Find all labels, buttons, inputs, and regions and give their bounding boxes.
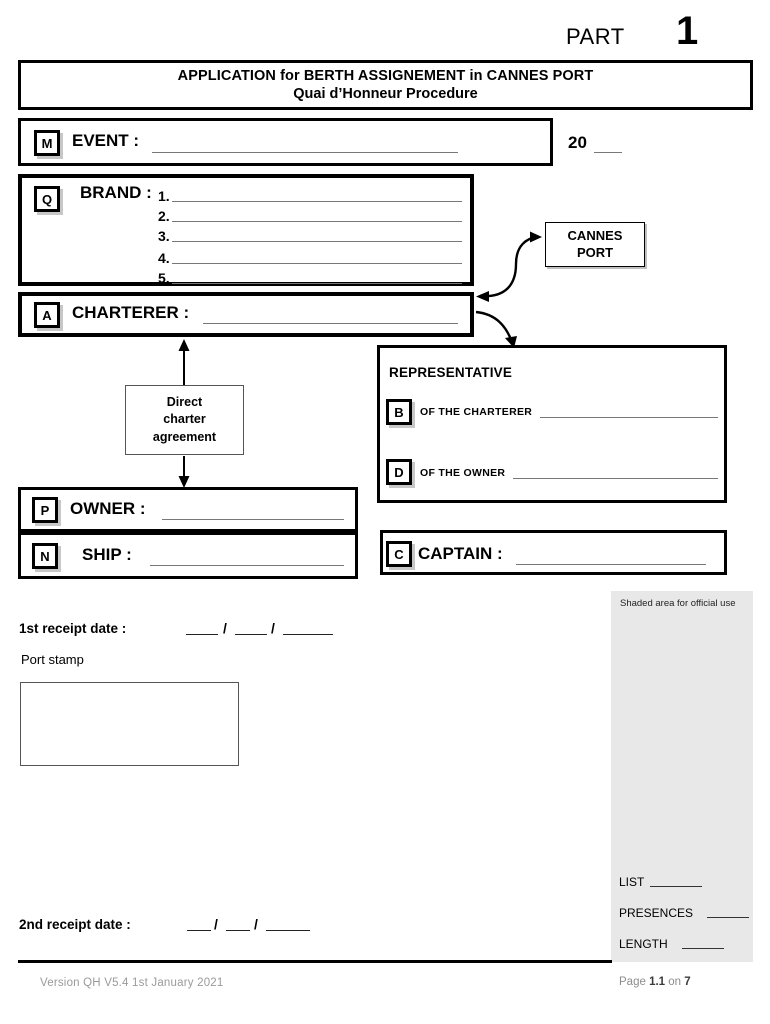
badge-m: M bbox=[34, 130, 60, 156]
owner-input[interactable] bbox=[162, 519, 344, 520]
second-receipt-date-label: 2nd receipt date : bbox=[19, 917, 131, 932]
brand-row-num-4: 4. bbox=[158, 250, 170, 266]
second-receipt-month-input[interactable] bbox=[226, 930, 250, 931]
official-use-title: Shaded area for official use bbox=[620, 598, 736, 609]
brand-box bbox=[18, 174, 474, 286]
badge-n: N bbox=[32, 543, 58, 569]
second-receipt-separator-2: / bbox=[254, 916, 258, 932]
brand-input-2[interactable] bbox=[172, 221, 462, 222]
brand-input-4[interactable] bbox=[172, 263, 462, 264]
title-line-1: APPLICATION for BERTH ASSIGNEMENT in CAN… bbox=[177, 68, 594, 84]
ship-label: SHIP : bbox=[82, 545, 132, 564]
footer-page-number: 1.1 bbox=[649, 976, 666, 988]
dca-line-1: Direct bbox=[166, 395, 203, 410]
badge-a: A bbox=[34, 302, 60, 328]
official-list-label: LIST bbox=[619, 875, 645, 889]
badge-b: B bbox=[386, 399, 412, 425]
first-receipt-separator-2: / bbox=[271, 620, 275, 636]
year-prefix: 20 bbox=[568, 133, 587, 152]
owner-box bbox=[18, 487, 358, 532]
first-receipt-month-input[interactable] bbox=[235, 634, 267, 635]
charterer-input[interactable] bbox=[203, 323, 458, 324]
charter-up-arrow bbox=[178, 339, 190, 388]
year-input[interactable] bbox=[594, 152, 622, 153]
part-word: PART bbox=[566, 24, 625, 49]
representative-box bbox=[377, 345, 727, 503]
brand-row-num-2: 2. bbox=[158, 208, 170, 224]
footer-page-text: Page 1.1 on 7 bbox=[619, 976, 691, 988]
representative-title: REPRESENTATIVE bbox=[389, 365, 513, 380]
direct-charter-agreement-box: Direct charter agreement bbox=[125, 385, 244, 455]
official-presences-input[interactable] bbox=[707, 917, 749, 918]
representative-owner-input[interactable] bbox=[513, 478, 718, 479]
charter-down-arrow bbox=[178, 456, 190, 488]
badge-p: P bbox=[32, 497, 58, 523]
captain-input[interactable] bbox=[516, 564, 706, 565]
representative-charterer-input[interactable] bbox=[540, 417, 718, 418]
brand-input-1[interactable] bbox=[172, 201, 462, 202]
event-box bbox=[18, 118, 553, 166]
representative-charterer-label: OF THE CHARTERER bbox=[420, 406, 533, 418]
captain-label: CAPTAIN : bbox=[418, 544, 503, 563]
badge-d: D bbox=[386, 459, 412, 485]
dca-line-2: charter bbox=[163, 412, 206, 427]
footer-page-join: on bbox=[668, 976, 682, 988]
cannes-port-line-2: PORT bbox=[576, 244, 614, 260]
official-use-shaded-area bbox=[611, 591, 753, 962]
first-receipt-date-label: 1st receipt date : bbox=[19, 621, 127, 636]
official-length-label: LENGTH bbox=[619, 937, 668, 951]
brand-row-num-1: 1. bbox=[158, 188, 170, 204]
cannes-port-box: CANNES PORT bbox=[545, 222, 645, 267]
first-receipt-separator-1: / bbox=[223, 620, 227, 636]
brand-input-3[interactable] bbox=[172, 241, 462, 242]
first-receipt-day-input[interactable] bbox=[186, 634, 218, 635]
second-receipt-separator-1: / bbox=[214, 916, 218, 932]
title-line-2: Quai d’Honneur Procedure bbox=[293, 86, 478, 102]
ship-input[interactable] bbox=[150, 565, 344, 566]
footer-divider bbox=[18, 960, 612, 963]
second-receipt-year-input[interactable] bbox=[266, 930, 310, 931]
footer-page-total: 7 bbox=[684, 976, 691, 988]
captain-box bbox=[380, 530, 727, 575]
first-receipt-year-input[interactable] bbox=[283, 634, 333, 635]
owner-label: OWNER : bbox=[70, 499, 146, 518]
footer-version-text: Version QH V5.4 1st January 2021 bbox=[40, 977, 224, 989]
ship-box bbox=[18, 532, 358, 579]
badge-c: C bbox=[386, 541, 412, 567]
port-stamp-label: Port stamp bbox=[21, 652, 84, 667]
dca-line-3: agreement bbox=[152, 429, 217, 444]
second-receipt-day-input[interactable] bbox=[187, 930, 211, 931]
document-title-box: APPLICATION for BERTH ASSIGNEMENT in CAN… bbox=[18, 60, 753, 110]
cannes-port-line-1: CANNES bbox=[567, 228, 623, 244]
brand-row-num-3: 3. bbox=[158, 228, 170, 244]
part-number: 1 bbox=[676, 9, 699, 53]
event-input[interactable] bbox=[152, 152, 458, 153]
badge-q: Q bbox=[34, 186, 60, 212]
footer-page-prefix: Page bbox=[619, 976, 646, 988]
charterer-box bbox=[18, 292, 474, 337]
event-label: EVENT : bbox=[72, 131, 140, 150]
representative-owner-label: OF THE OWNER bbox=[420, 467, 506, 479]
brand-label: BRAND : bbox=[80, 183, 152, 202]
brand-row-num-5: 5. bbox=[158, 270, 170, 286]
official-presences-label: PRESENCES bbox=[619, 906, 694, 920]
brand-input-5[interactable] bbox=[172, 283, 462, 284]
charterer-label: CHARTERER : bbox=[72, 303, 190, 322]
official-length-input[interactable] bbox=[682, 948, 724, 949]
official-list-input[interactable] bbox=[650, 886, 702, 887]
port-stamp-area[interactable] bbox=[20, 682, 239, 766]
